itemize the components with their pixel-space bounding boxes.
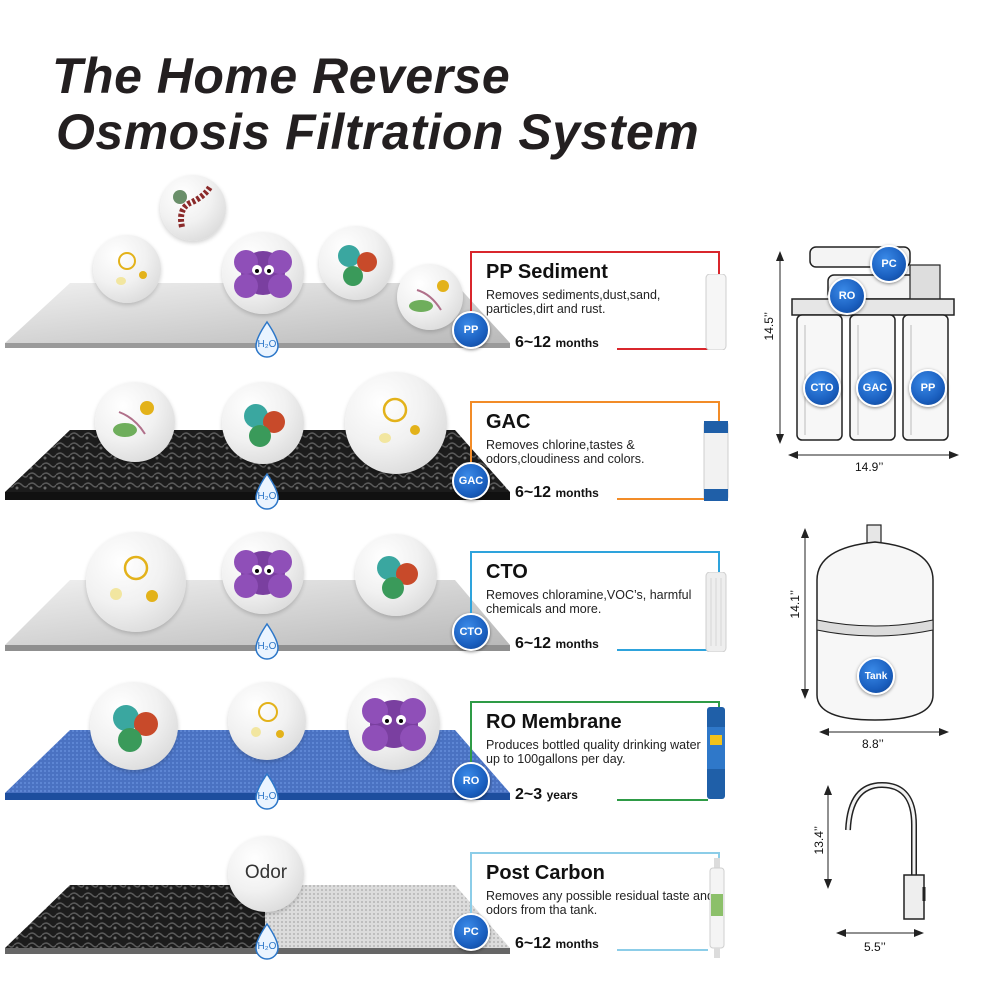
water-drop-icon: H₂O — [252, 622, 282, 662]
purple-germ-bubble — [348, 678, 440, 770]
pp-info-box: PP Sediment Removes sediments,dust,sand,… — [470, 251, 720, 316]
cto-lifespan: 6~12 months — [515, 635, 599, 652]
cto-title: CTO — [486, 561, 528, 583]
gac-title: GAC — [486, 411, 531, 433]
tank-width-label: 8.8’’ — [862, 737, 884, 751]
gac-lifespan: 6~12 months — [515, 484, 599, 501]
virus-bubble — [228, 682, 306, 760]
pp-cartridge-icon — [705, 274, 727, 350]
pp-title: PP Sediment — [486, 261, 608, 283]
water-drop-icon: H₂O — [252, 772, 282, 812]
ro-title: RO Membrane — [486, 711, 622, 733]
pp-description: Removes sediments,dust,sand, particles,d… — [486, 288, 661, 316]
title-line-1: The Home Reverse — [52, 48, 511, 104]
system-pc-badge: PC — [870, 245, 908, 283]
gac-description: Removes chlorine,tastes & odors,cloudine… — [486, 438, 645, 466]
ro-info-box: RO Membrane Produces bottled quality dri… — [470, 701, 720, 766]
title-line-2: Osmosis Filtration System — [56, 104, 700, 160]
system-cto-badge: CTO — [803, 369, 841, 407]
water-drop-icon: H₂O — [252, 922, 282, 962]
worm-bubble — [160, 175, 226, 241]
stage-cto: H₂O — [0, 480, 720, 660]
system-gac-badge: GAC — [856, 369, 894, 407]
post-carbon-plate — [5, 885, 510, 954]
cto-badge: CTO — [452, 613, 490, 651]
ro-badge: RO — [452, 762, 490, 800]
gac-cartridge-icon — [703, 421, 729, 501]
tank-badge: Tank — [857, 657, 895, 695]
post-carbon-cartridge-icon — [709, 858, 725, 958]
cto-lifeline — [617, 649, 708, 651]
stage-ro: H₂O — [0, 630, 720, 810]
virus-bubble — [86, 532, 186, 632]
pc-description: Removes any possible residual taste and … — [486, 889, 714, 917]
gac-lifeline — [617, 498, 708, 500]
ro-vline — [470, 701, 472, 762]
algae-bubble — [397, 264, 463, 330]
water-label: H₂O — [257, 491, 277, 502]
water-label: H₂O — [257, 791, 277, 802]
faucet-illustration — [824, 781, 926, 937]
faucet-width-label: 5.5’’ — [864, 940, 886, 954]
gac-badge: GAC — [452, 462, 490, 500]
bacteria-bubble — [355, 534, 437, 616]
faucet-height-label: 13.4’’ — [812, 826, 826, 855]
cto-vline — [470, 551, 472, 613]
virus-bubble — [93, 235, 161, 303]
pp-lifespan: 6~12 months — [515, 334, 599, 351]
bacteria-bubble — [222, 382, 304, 464]
bacteria-bubble — [319, 226, 393, 300]
pc-vline — [470, 852, 472, 913]
pc-badge: PC — [452, 913, 490, 951]
stage-pc: Odor H₂O — [0, 780, 720, 960]
purple-germ-bubble — [222, 532, 304, 614]
ro-lifeline — [617, 799, 708, 801]
pp-lifeline — [617, 348, 708, 350]
page-title: The Home Reverse Osmosis Filtration Syst… — [52, 48, 699, 160]
virus-bubble — [345, 372, 447, 474]
water-label: H₂O — [257, 641, 277, 652]
system-pp-badge: PP — [909, 369, 947, 407]
ro-lifespan: 2~3 years — [515, 786, 578, 803]
ro-membrane-icon — [707, 707, 725, 799]
pp-vline — [470, 251, 472, 311]
water-drop-icon: H₂O — [252, 320, 282, 360]
algae-bubble — [95, 382, 175, 462]
pc-lifeline — [617, 949, 708, 951]
water-drop-icon: H₂O — [252, 472, 282, 512]
water-label: H₂O — [257, 339, 277, 350]
pc-info-box: Post Carbon Removes any possible residua… — [470, 852, 720, 917]
pc-lifespan: 6~12 months — [515, 935, 599, 952]
cto-cartridge-icon — [705, 572, 727, 652]
stage-gac: H₂O — [0, 330, 720, 510]
storage-tank-illustration — [801, 524, 949, 736]
cto-info-box: CTO Removes chloramine,VOC’s, harmful ch… — [470, 551, 720, 616]
ro-description: Produces bottled quality drinking water … — [486, 738, 701, 766]
system-ro-badge: RO — [828, 277, 866, 315]
gac-vline — [470, 401, 472, 462]
system-height-label: 14.5’’ — [762, 312, 776, 341]
cto-description: Removes chloramine,VOC’s, harmful chemic… — [486, 588, 692, 616]
purple-germ-bubble — [222, 232, 304, 314]
stage-pp: H₂O — [0, 175, 720, 358]
pc-title: Post Carbon — [486, 862, 605, 884]
pp-badge: PP — [452, 311, 490, 349]
gac-info-box: GAC Removes chlorine,tastes & odors,clou… — [470, 401, 720, 466]
bacteria-bubble — [90, 682, 178, 770]
water-label: H₂O — [257, 941, 277, 952]
system-width-label: 14.9’’ — [855, 460, 884, 474]
odor-bubble: Odor — [228, 836, 304, 912]
tank-height-label: 14.1’’ — [788, 590, 802, 619]
odor-label: Odor — [244, 862, 288, 883]
